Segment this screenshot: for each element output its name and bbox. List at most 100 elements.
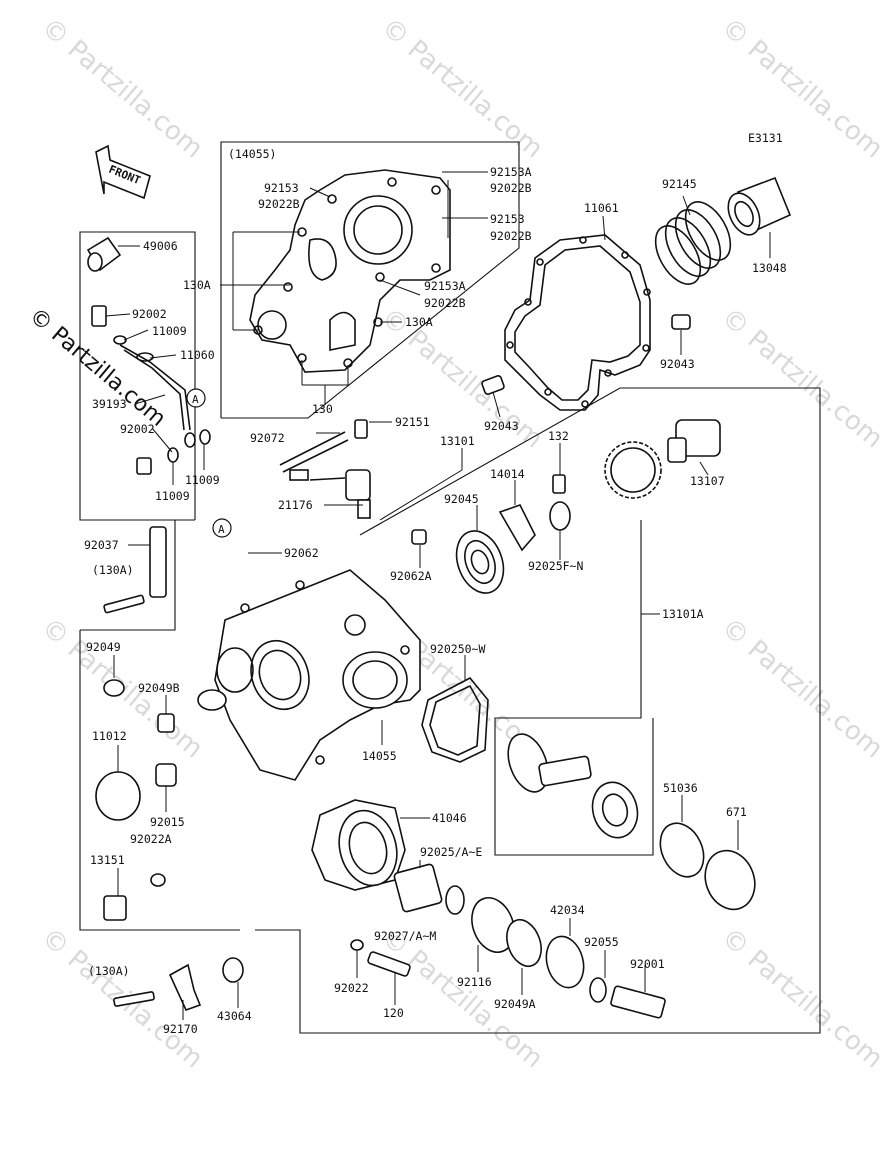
label-43064: 43064	[217, 1009, 252, 1023]
label-49006: 49006	[143, 239, 178, 253]
bearing-92116	[471, 897, 515, 953]
watermark-5: © Partzilla.com	[716, 302, 889, 454]
label-92153-1: 92153	[264, 181, 299, 195]
label-11009-3: 11009	[155, 489, 190, 503]
label-13151: 13151	[90, 853, 125, 867]
label-21176: 21176	[278, 498, 313, 512]
washer-92022	[350, 939, 364, 951]
gasket-11061-drawing	[504, 234, 651, 411]
label-92151: 92151	[395, 415, 430, 429]
label-51036: 51036	[663, 781, 698, 795]
label-130A-2: 130A	[405, 315, 433, 329]
label-92062A: 92062A	[390, 569, 432, 583]
label-92153-2: 92153	[490, 212, 525, 226]
spring-92145-drawing	[654, 201, 732, 285]
label-13101A: 13101A	[662, 607, 704, 621]
label-92022B-1: 92022B	[490, 181, 532, 195]
watermark-8: © Partzilla.com	[716, 612, 889, 764]
shim-92025AE	[445, 885, 465, 915]
label-41046: 41046	[432, 811, 467, 825]
label-92015: 92015	[150, 815, 185, 829]
housing-41046-drawing	[311, 799, 406, 891]
label-92022B-3: 92022B	[490, 229, 532, 243]
label-92022B-2: 92022B	[258, 197, 300, 211]
svg-text:A: A	[218, 523, 225, 536]
o-ring-671	[704, 849, 756, 911]
front-arrow-icon: FRONT	[95, 144, 151, 200]
bolt-132	[552, 474, 566, 494]
label-11061: 11061	[584, 201, 619, 215]
shim-92025FN	[549, 501, 571, 531]
seal-92049A	[506, 918, 542, 968]
label-92045: 92045	[444, 492, 479, 506]
label-92022: 92022	[334, 981, 369, 995]
label-920250W: 920250~W	[430, 642, 485, 656]
label-11009-2: 11009	[185, 473, 220, 487]
gasket-920250W	[421, 676, 489, 763]
label-14055-top: (14055)	[228, 147, 276, 161]
cover-14055-drawing	[249, 169, 451, 373]
label-92043-2: 92043	[484, 419, 519, 433]
label-92049: 92049	[86, 640, 121, 654]
label-92116: 92116	[457, 975, 492, 989]
label-671: 671	[726, 805, 747, 819]
label-130A-1: 130A	[183, 278, 211, 292]
watermark-1: © Partzilla.com	[36, 12, 209, 164]
breather-hose-assembly	[86, 236, 211, 475]
bracket-92037	[149, 526, 167, 598]
label-42034: 42034	[550, 903, 585, 917]
bolt-130A-lower	[113, 991, 155, 1007]
frame-lines	[79, 141, 821, 1034]
callout-A-lower: A	[212, 518, 232, 538]
plate-14014	[498, 504, 536, 552]
label-92153A-1: 92153A	[490, 165, 532, 179]
label-92072: 92072	[250, 431, 285, 445]
label-11009-1: 11009	[152, 324, 187, 338]
bolt-120	[367, 951, 411, 977]
o-ring-92055	[589, 977, 607, 1003]
seal-51036	[659, 822, 705, 878]
plug-92015	[155, 763, 177, 787]
label-92170: 92170	[163, 1022, 198, 1036]
clamp-92170	[168, 963, 202, 1012]
label-92049B: 92049B	[138, 681, 180, 695]
pinion-assembly-13101A	[507, 733, 639, 839]
bearing-92045-drawing	[455, 530, 505, 594]
label-92025FN: 92025F~N	[528, 559, 583, 573]
callout-A-upper: A	[186, 388, 206, 408]
leader-lines	[105, 171, 771, 1020]
diagram-code: E3131	[748, 131, 783, 145]
label-92037: 92037	[84, 538, 119, 552]
watermark-3: © Partzilla.com	[716, 12, 889, 164]
switch-13151	[103, 895, 127, 921]
grommet-43064	[222, 957, 244, 983]
joint-42034	[545, 935, 585, 989]
sleeve-92027	[393, 863, 443, 913]
label-11012: 11012	[92, 729, 127, 743]
label-92062: 92062	[284, 546, 319, 560]
label-92002b: 92002	[120, 422, 155, 436]
label-132: 132	[548, 429, 569, 443]
label-13107: 13107	[690, 474, 725, 488]
svg-text:A: A	[192, 393, 199, 406]
washer-92022A	[150, 873, 166, 887]
dowel-92049B	[157, 713, 175, 733]
label-92025AE: 92025/A~E	[420, 845, 482, 859]
label-92049A: 92049A	[494, 997, 536, 1011]
label-92001: 92001	[630, 957, 665, 971]
label-120: 120	[383, 1006, 404, 1020]
gear-13107-drawing	[604, 419, 721, 499]
label-14055: 14055	[362, 749, 397, 763]
watermark-11: © Partzilla.com	[716, 922, 889, 1074]
washer-92049	[103, 679, 125, 697]
dowel-92043-right	[671, 314, 691, 330]
sensor-21176-drawing	[279, 419, 371, 519]
gear-case-14055-drawing	[214, 569, 421, 781]
label-130A-4: (130A)	[88, 964, 130, 978]
label-39193: 39193	[92, 397, 127, 411]
label-92022A: 92022A	[130, 832, 172, 846]
dowel-92062A	[411, 529, 427, 545]
label-13101: 13101	[440, 434, 475, 448]
bolt-130A-upper	[103, 594, 145, 614]
